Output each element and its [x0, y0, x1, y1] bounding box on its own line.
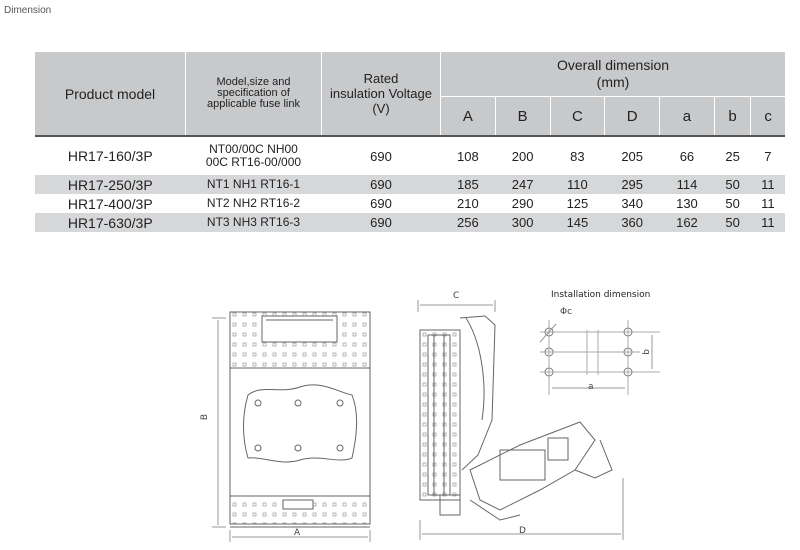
dim-label-b: b [641, 349, 652, 355]
cell-dim-b: 50 [725, 196, 740, 211]
cell-dim-a: 114 [659, 175, 715, 194]
dim-label-a: a [588, 382, 594, 392]
header-rated-voltage-line1: Rated [363, 71, 399, 86]
header-col-D: D [604, 96, 661, 136]
cell-dim-B: 290 [511, 196, 534, 211]
table-row: HR17-250/3P NT1 NH1 RT16-1 690 185 247 1… [35, 175, 785, 194]
screw-icon [254, 444, 262, 452]
header-col-a: a [659, 96, 715, 136]
cell-fuse: NT2 NH2 RT16-2 [206, 196, 301, 210]
cell-dim-A: 256 [440, 213, 496, 232]
cell-dim-B: 247 [495, 175, 551, 194]
cell-dim-a: 66 [679, 148, 695, 164]
cell-model: HR17-160/3P [67, 148, 153, 164]
cell-dim-A: 108 [457, 148, 479, 164]
cell-fuse: NT3 NH3 RT16-3 [185, 213, 322, 232]
header-overall-dimension: Overall dimension (mm) [440, 52, 785, 97]
cell-model: HR17-400/3P [67, 195, 153, 212]
cell-fuse: NT00/00C NH00 00C RT16-00/000 [186, 136, 322, 175]
cell-fuse: NT1 NH1 RT16-1 [185, 175, 322, 194]
header-overall-dimension-line2: (mm) [596, 74, 630, 90]
header-col-B: B [495, 96, 551, 136]
cell-dim-c: 11 [761, 196, 775, 211]
cell-model: HR17-250/3P [35, 175, 186, 194]
cell-fuse-line2: 00C RT16-00/000 [205, 155, 302, 169]
dim-label-phi-c: Φc [560, 307, 573, 317]
cell-dim-D: 340 [621, 196, 644, 211]
cell-dim-c: 7 [764, 148, 772, 164]
table-row: HR17-400/3P NT2 NH2 RT16-2 690 210 290 1… [35, 194, 785, 213]
side-open-handle [469, 421, 596, 511]
header-model-spec-line3: applicable fuse link [207, 98, 300, 110]
cell-voltage: 690 [370, 196, 392, 211]
header-model-spec-line1: Model,size and [216, 76, 291, 88]
screw-icon [336, 399, 344, 407]
header-overall-dimension-line1: Overall dimension [556, 57, 670, 73]
cell-dim-a: 130 [676, 196, 698, 211]
dim-label-B: B [200, 413, 211, 421]
cell-dim-C: 83 [570, 148, 585, 164]
screw-icon [294, 444, 302, 452]
side-rail [427, 334, 451, 496]
cell-dim-b: 25 [725, 148, 740, 164]
cell-dim-A: 185 [440, 175, 496, 194]
header-product-model: Product model [35, 52, 186, 137]
side-view [417, 300, 624, 540]
cell-voltage: 690 [321, 213, 441, 232]
header-col-c: c [750, 96, 785, 136]
cell-dim-A: 210 [457, 196, 479, 211]
cell-dim-C: 110 [550, 175, 605, 194]
cell-dim-c: 11 [750, 175, 785, 194]
installation-diagram [539, 320, 660, 395]
side-cover [459, 315, 496, 471]
dim-label-C: C [453, 291, 460, 301]
cell-dim-D: 295 [604, 175, 660, 194]
side-base [419, 329, 461, 501]
header-col-A: A [440, 96, 496, 136]
header-col-b: b [714, 96, 752, 136]
header-rated-voltage: Rated insulation Voltage (V) [321, 52, 441, 137]
front-handle-plate [243, 384, 358, 463]
dim-label-D: D [519, 526, 526, 536]
header-rated-voltage-line2: insulation Voltage [330, 86, 432, 101]
header-model-spec: Model,size and specification of applicab… [185, 52, 322, 137]
cell-voltage: 690 [321, 175, 441, 194]
installation-label: Installation dimension [551, 290, 651, 300]
cell-voltage: 690 [370, 148, 392, 164]
cell-dim-c: 11 [750, 213, 785, 232]
header-model-spec-line2: specification of [217, 87, 290, 99]
cell-dim-a: 162 [659, 213, 715, 232]
cell-dim-D: 205 [621, 148, 644, 164]
cell-dim-C: 125 [566, 196, 589, 211]
cell-dim-D: 360 [604, 213, 660, 232]
cell-dim-B: 200 [511, 148, 534, 164]
cell-dim-B: 300 [495, 213, 551, 232]
cell-fuse-line1: NT00/00C NH00 [209, 142, 298, 156]
table-row: HR17-160/3P NT00/00C NH00 00C RT16-00/00… [35, 136, 785, 175]
cell-dim-C: 145 [550, 213, 605, 232]
front-view [212, 311, 371, 542]
screw-icon [294, 399, 302, 407]
screw-icon [336, 444, 344, 452]
cell-dim-b: 50 [714, 175, 751, 194]
dim-label-A: A [294, 528, 301, 538]
table-row: HR17-630/3P NT3 NH3 RT16-3 690 256 300 1… [35, 213, 785, 232]
side-fuse-holder [499, 449, 546, 481]
cell-dim-b: 50 [714, 213, 751, 232]
table-header: Product model Model,size and specificati… [35, 52, 785, 137]
header-col-C: C [550, 96, 606, 136]
page-heading: Dimension [4, 5, 52, 16]
dimension-table: Product model Model,size and specificati… [35, 52, 785, 232]
header-rated-voltage-line3: (V) [372, 101, 390, 116]
cell-model: HR17-630/3P [35, 213, 186, 232]
screw-icon [254, 399, 262, 407]
